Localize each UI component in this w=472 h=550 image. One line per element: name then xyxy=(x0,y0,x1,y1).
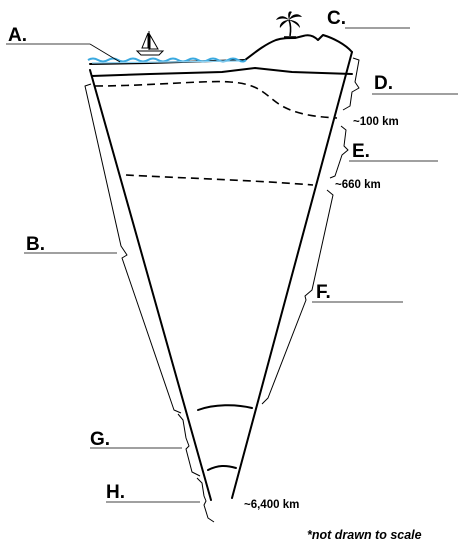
label-f: F. xyxy=(316,282,331,303)
bracket-d xyxy=(342,57,360,111)
lithosphere-base-dashed xyxy=(94,80,338,119)
bracket-g xyxy=(177,413,201,477)
mantle-transition-dashed xyxy=(125,174,314,186)
continent-outline xyxy=(244,34,353,61)
scale-note: *not drawn to scale xyxy=(307,528,422,542)
bracket-h xyxy=(196,477,215,523)
cone-right-edge xyxy=(231,51,353,499)
oceanic-crust-bottom xyxy=(91,67,353,77)
leader-a-connector xyxy=(89,43,121,63)
label-d: D. xyxy=(374,73,393,94)
depth-6400km: ~6,400 km xyxy=(244,499,300,511)
bracket-b xyxy=(84,83,182,414)
bracket-f xyxy=(261,189,334,405)
depth-660km: ~660 km xyxy=(335,179,381,191)
depth-100km: ~100 km xyxy=(353,116,399,128)
label-h: H. xyxy=(106,482,125,503)
outer-core-boundary xyxy=(197,404,253,411)
label-e: E. xyxy=(352,141,370,162)
label-g: G. xyxy=(90,429,111,450)
bracket-e xyxy=(329,125,349,179)
label-c: C. xyxy=(327,8,346,29)
cone-left-edge xyxy=(89,69,212,501)
label-b: B. xyxy=(26,234,45,255)
palm-tree-icon xyxy=(276,11,302,38)
ocean-water-shading xyxy=(91,60,241,64)
sailboat-icon xyxy=(135,31,165,56)
inner-core-boundary xyxy=(207,464,237,471)
label-a: A. xyxy=(8,25,27,46)
